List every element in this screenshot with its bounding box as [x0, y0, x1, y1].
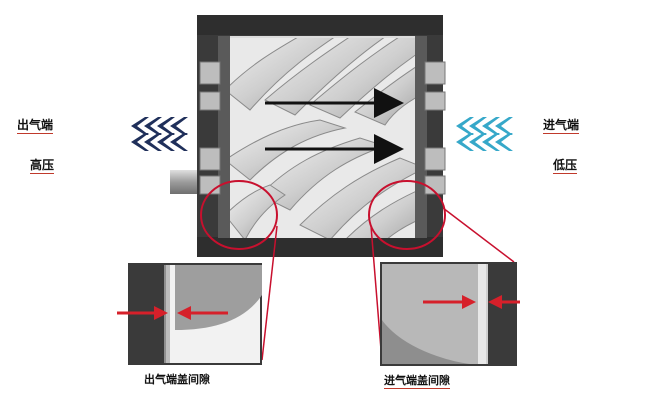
outlet-gap-arrows [117, 306, 228, 320]
outlet-flow-chevrons [131, 117, 188, 151]
inlet-end-label: 进气端 [543, 118, 580, 134]
inlet-gap-circle [368, 180, 446, 250]
inlet-gap-label: 进气端盖间隙 [384, 374, 450, 389]
gap-highlight-circles [200, 180, 446, 250]
low-pressure-label: 低压 [553, 158, 578, 174]
inlet-gap-detail [380, 262, 517, 366]
outlet-end-label: 出气端 [17, 118, 54, 134]
flow-arrows [265, 88, 404, 164]
inlet-gap-arrows [423, 295, 520, 309]
outlet-gap-label: 出气端盖间隙 [144, 373, 210, 386]
screw-rotors [230, 38, 415, 238]
outlet-gap-circle [200, 180, 278, 250]
inlet-flow-chevrons [456, 117, 513, 151]
high-pressure-label: 高压 [30, 158, 55, 174]
